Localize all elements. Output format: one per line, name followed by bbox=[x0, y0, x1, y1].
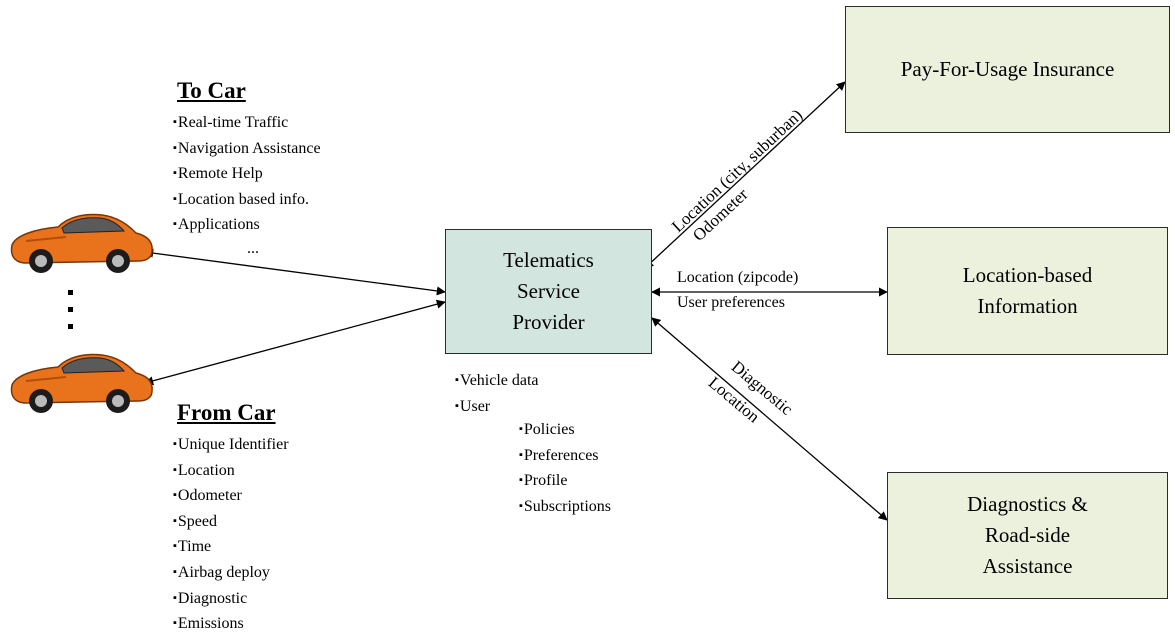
list-item: Policies bbox=[519, 417, 611, 443]
telematics-provider-box: Telematics Service Provider bbox=[445, 229, 652, 354]
list-item: Airbag deploy bbox=[173, 560, 289, 586]
list-item: Odometer bbox=[173, 483, 289, 509]
car2-to-provider-arrow bbox=[144, 299, 446, 386]
from-car-list: Unique Identifier Location Odometer Spee… bbox=[173, 432, 289, 637]
list-item: Subscriptions bbox=[519, 494, 611, 520]
diagnostics-line: Diagnostics & bbox=[967, 492, 1088, 516]
list-item: Applications bbox=[173, 212, 321, 238]
list-item: Unique Identifier bbox=[173, 432, 289, 458]
provider-user-list: Policies Preferences Profile Subscriptio… bbox=[519, 417, 611, 519]
list-item: Profile bbox=[519, 468, 611, 494]
insurance-box: Pay-For-Usage Insurance bbox=[845, 6, 1170, 133]
more-cars-dot bbox=[68, 290, 73, 295]
more-cars-dot bbox=[68, 324, 73, 329]
list-item: Preferences bbox=[519, 443, 611, 469]
location-info-line: Location-based bbox=[962, 263, 1093, 287]
to-car-ellipsis: ... bbox=[247, 240, 259, 257]
provider-data-list: Vehicle data User bbox=[455, 368, 539, 419]
car-icon-top bbox=[10, 213, 153, 273]
list-item: Time bbox=[173, 534, 289, 560]
list-item: Location based info. bbox=[173, 187, 321, 213]
diagnostics-line: Assistance bbox=[982, 554, 1073, 578]
provider-line: Provider bbox=[512, 310, 585, 334]
car-icon-bottom bbox=[10, 353, 153, 413]
list-item: Vehicle data bbox=[455, 368, 539, 394]
provider-line: Service bbox=[517, 279, 580, 303]
more-cars-dot bbox=[68, 307, 73, 312]
provider-diagnostics-arrow bbox=[651, 317, 888, 521]
list-item: Speed bbox=[173, 509, 289, 535]
to-car-list: Real-time Traffic Navigation Assistance … bbox=[173, 110, 321, 238]
list-item: Location bbox=[173, 458, 289, 484]
location-edge-label-zipcode: Location (zipcode) bbox=[677, 269, 799, 286]
list-item: Real-time Traffic bbox=[173, 110, 321, 136]
from-car-heading: From Car bbox=[177, 400, 276, 425]
list-item: Diagnostic bbox=[173, 586, 289, 612]
insurance-label: Pay-For-Usage Insurance bbox=[900, 57, 1115, 81]
location-info-box: Location-based Information bbox=[887, 227, 1168, 355]
location-info-line: Information bbox=[977, 294, 1078, 318]
list-item: Emissions bbox=[173, 611, 289, 637]
diagnostics-box: Diagnostics & Road-side Assistance bbox=[887, 472, 1168, 599]
to-car-heading: To Car bbox=[177, 78, 246, 103]
provider-insurance-arrow bbox=[644, 81, 846, 269]
list-item: User bbox=[455, 394, 539, 420]
diagnostics-line: Road-side bbox=[984, 523, 1071, 547]
car1-to-provider-arrow bbox=[144, 248, 446, 296]
location-edge-label-preferences: User preferences bbox=[677, 294, 785, 311]
list-item: Remote Help bbox=[173, 161, 321, 187]
provider-line: Telematics bbox=[503, 248, 594, 272]
list-item: Navigation Assistance bbox=[173, 136, 321, 162]
